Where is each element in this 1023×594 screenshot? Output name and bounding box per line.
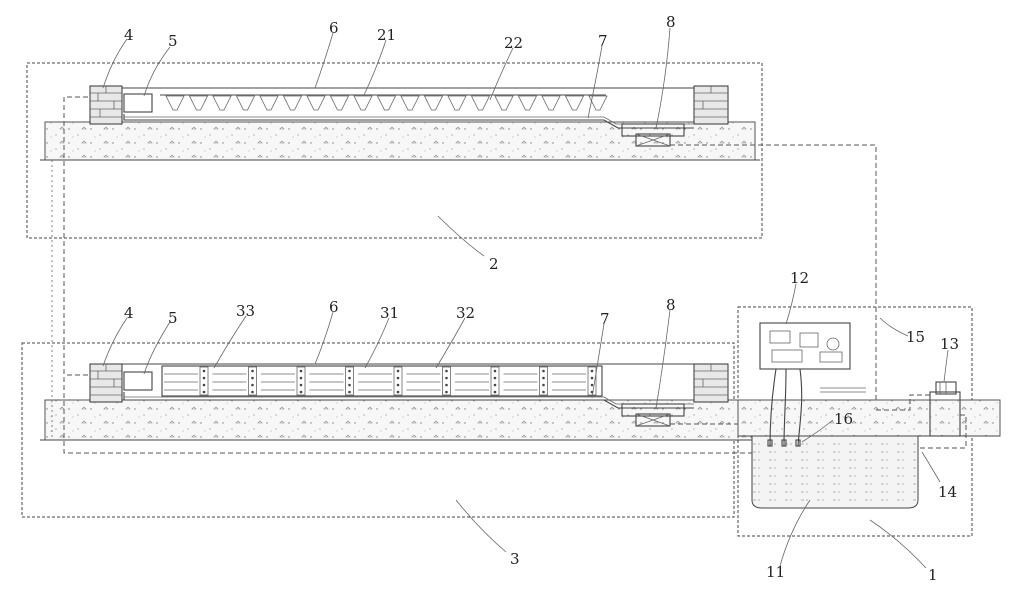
sprinkler-funnel	[331, 96, 349, 110]
label-8-upper: 8	[666, 13, 676, 31]
label-22: 22	[504, 34, 523, 52]
sprinkler-funnel	[378, 96, 396, 110]
label-2: 2	[489, 255, 499, 273]
label-4-upper: 4	[124, 26, 134, 44]
sprinkler-funnel	[401, 96, 419, 110]
label-7-upper: 7	[598, 32, 608, 50]
sprinkler-funnel	[495, 96, 513, 110]
label-3: 3	[510, 550, 520, 568]
bed-system-lower	[22, 343, 760, 517]
label-14: 14	[938, 483, 957, 501]
cultivation-module	[164, 367, 208, 395]
cultivation-module	[455, 367, 499, 395]
label-6-lower: 6	[329, 298, 339, 316]
cultivation-module	[407, 367, 451, 395]
sprinkler-funnel	[472, 96, 490, 110]
sprinkler-funnel	[307, 96, 325, 110]
sprinkler-funnel	[566, 96, 584, 110]
cultivation-module	[213, 367, 257, 395]
sprinkler-funnels	[166, 96, 607, 110]
cultivation-module	[552, 367, 596, 395]
label-33: 33	[236, 302, 255, 320]
cultivation-module	[261, 367, 305, 395]
sprinkler-funnel	[213, 96, 231, 110]
bed-system-upper	[27, 63, 762, 238]
sprinkler-funnel	[519, 96, 537, 110]
sprinkler-funnel	[166, 96, 184, 110]
cultivation-modules	[164, 367, 596, 395]
water-tank	[752, 436, 918, 508]
label-31: 31	[380, 304, 399, 322]
label-15: 15	[906, 328, 925, 346]
label-32: 32	[456, 304, 475, 322]
sprinkler-funnel	[425, 96, 443, 110]
sprinkler-funnel	[354, 96, 372, 110]
label-7-lower: 7	[600, 310, 610, 328]
cultivation-module	[504, 367, 548, 395]
sprinkler-funnel	[237, 96, 255, 110]
label-4-lower: 4	[124, 304, 134, 322]
label-21: 21	[377, 26, 396, 44]
sprinkler-funnel	[190, 96, 208, 110]
sprinkler-funnel	[542, 96, 560, 110]
ground-slab-lower	[45, 400, 757, 440]
inlet-box-upper	[124, 94, 152, 112]
sprinkler-funnel	[448, 96, 466, 110]
label-6-upper: 6	[329, 19, 339, 37]
inlet-box-lower	[124, 372, 152, 390]
cultivation-module	[310, 367, 354, 395]
cultivation-module	[358, 367, 402, 395]
sprinkler-funnel	[284, 96, 302, 110]
label-5-lower: 5	[168, 309, 178, 327]
label-16: 16	[834, 410, 853, 428]
water-treatment-system	[738, 307, 1000, 536]
label-8-lower: 8	[666, 296, 676, 314]
label-5-upper: 5	[168, 32, 178, 50]
ground-slab-right	[738, 400, 1000, 436]
sprinkler-funnel	[260, 96, 278, 110]
label-11: 11	[766, 563, 785, 581]
label-13: 13	[940, 335, 959, 353]
label-1: 1	[928, 566, 938, 584]
label-12: 12	[790, 269, 809, 287]
